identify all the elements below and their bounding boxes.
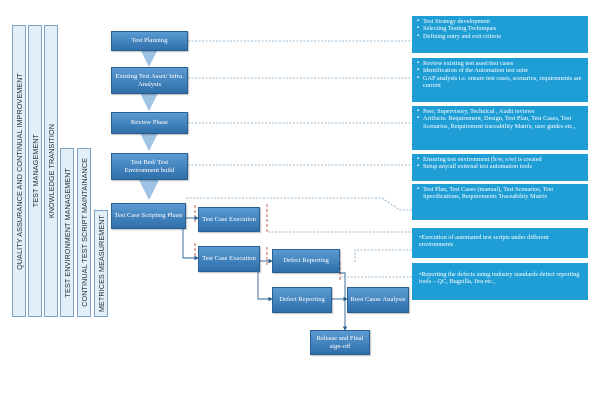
note-bullet: Artifacts: Requirement, Design, Test Pla…: [417, 115, 584, 130]
step-existing-test-asset: Existing Test Asset/ Infra. Analysis: [111, 67, 188, 94]
note-review: Peer, Supervisory, Technical , Audit rev…: [412, 106, 588, 150]
note-bullet: Defining entry and exit criteria: [417, 33, 584, 41]
note-testbed: Ensuring test environment (h/w, s/w) is …: [412, 154, 588, 181]
note-text: •Execution of automated test scripts und…: [419, 234, 549, 249]
dashed-connector: [186, 197, 412, 211]
note-execution: •Execution of automated test scripts und…: [412, 228, 588, 258]
step-review-phase: Review Phase: [111, 112, 188, 134]
note-bullet: Review existing test asset/test cases: [417, 60, 584, 68]
note-bullet: GAP analysis i.e. ensure test cases, sce…: [417, 75, 584, 90]
step-test-bed: Test Bed/ Test Environment build: [111, 153, 188, 180]
note-bullet: Test Strategy development: [417, 18, 584, 26]
dashed-connector: [354, 249, 412, 262]
note-bullet: Setup any/all external test automation t…: [417, 163, 584, 171]
step-test-case-execution-1: Test Case Execution: [198, 207, 260, 232]
step-test-case-execution-2: Test Case Execution: [198, 246, 260, 272]
note-bullet: Identification of the Automation test su…: [417, 67, 584, 75]
side-bar-test-management: TEST MANAGEMENT: [28, 25, 42, 317]
step-root-cause-analysis: Root Cause Analysis: [347, 287, 409, 313]
note-defects: •Reporting the defects using industry st…: [412, 263, 588, 300]
note-bullet: Test Plan, Test Cases (manual), Test Sce…: [417, 186, 584, 201]
step-defect-reporting-2: Defect Reporting: [272, 287, 332, 313]
note-bullet: Peer, Supervisory, Technical , Audit rev…: [417, 108, 584, 116]
side-bar-test-environment-management: TEST ENVIRONMENT MANAGEMENT: [60, 148, 74, 317]
flow-connector: [182, 229, 199, 261]
side-bar-quality-assurance: QUALITY ASSURANCE AND CONTINUAL IMPROVEM…: [12, 25, 26, 317]
flow-connector: [340, 272, 348, 331]
side-bar-test-script-maintainance: CONTINUAL TEST SCRIPT MAINTAINANCE: [77, 148, 91, 317]
note-scripting: Test Plan, Test Cases (manual), Test Sce…: [412, 184, 588, 220]
side-bar-metrices-measurement: METRICES MEASUREMENT: [94, 210, 108, 317]
step-test-planning: Test Planning: [111, 31, 188, 51]
note-bullet: Ensuring test environment (h/w, s/w) is …: [417, 156, 584, 164]
step-release: Release and Final sign-off: [310, 330, 370, 355]
note-existing: Review existing test asset/test cases Id…: [412, 58, 588, 102]
note-planning: Test Strategy development Selecting Test…: [412, 16, 588, 53]
flow-connector: [257, 272, 273, 302]
step-defect-reporting-1: Defect Reporting: [272, 249, 340, 273]
step-test-case-scripting: Test Case Scripting Phase: [111, 203, 186, 229]
note-bullet: Selecting Testing Techniques: [417, 25, 584, 33]
side-bar-knowledge-transition: KNOWLEDGE TRANSITION: [44, 25, 58, 317]
note-text: •Reporting the defects using industry st…: [419, 271, 580, 286]
